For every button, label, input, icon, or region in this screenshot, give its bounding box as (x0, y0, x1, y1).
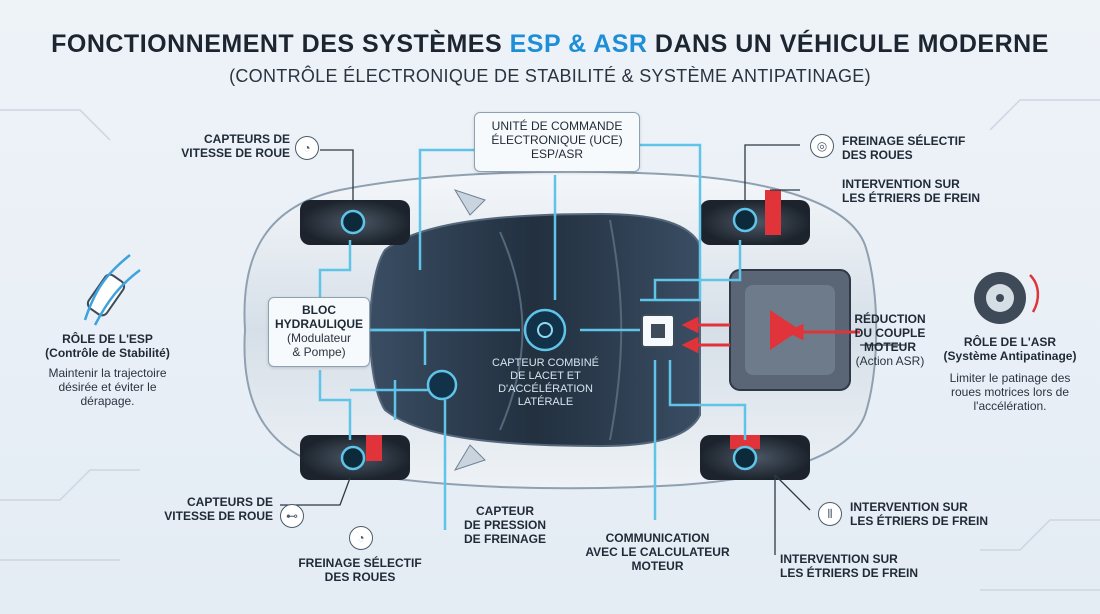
caliper-label-bottom: INTERVENTION SUR LES ÉTRIERS DE FREIN (780, 552, 930, 580)
esp-role-subtitle: (Contrôle de Stabilité) (45, 346, 170, 360)
selective-braking-top-line2: DES ROUES (842, 148, 913, 162)
title-suffix: DANS UN VÉHICULE MODERNE (647, 30, 1049, 58)
brake-pressure-label: CAPTEUR DE PRESSION DE FREINAGE (455, 504, 555, 546)
ecu-line2: ÉLECTRONIQUE (UCE) (491, 133, 623, 147)
caliper-mid-line2: LES ÉTRIERS DE FREIN (850, 514, 989, 528)
caliper-top-line2: LES ÉTRIERS DE FREIN (842, 191, 981, 205)
caliper-mid-line1: INTERVENTION SUR (850, 500, 968, 514)
engine-comm-line2: AVEC LE CALCULATEUR (585, 545, 730, 559)
title-prefix: FONCTIONNEMENT DES SYSTÈMES (51, 30, 510, 58)
brake-pressure-line1: CAPTEUR (475, 504, 534, 518)
esp-role-title: RÔLE DE L'ESP (62, 332, 153, 346)
hydraulic-line4: & Pompe) (292, 345, 346, 359)
mirror-top (453, 189, 486, 216)
engine-block (729, 269, 851, 391)
selective-braking-label-top: FREINAGE SÉLECTIF DES ROUES (842, 134, 982, 162)
esp-role-desc3: dérapage. (80, 394, 135, 408)
asr-role-panel: RÔLE DE L'ASR (Système Antipatinage) Lim… (925, 335, 1095, 413)
signal-flow-lines (318, 143, 747, 530)
asr-tire-icon (974, 272, 1040, 324)
torque-line2: DU COUPLE (854, 326, 926, 340)
selective-braking-bottom-line1: FREINAGE SÉLECTIF (298, 556, 422, 570)
torque-line1: RÉDUCTION (854, 312, 926, 326)
torque-reduction-arrows (681, 316, 860, 354)
brake-pressure-sensor (426, 369, 458, 401)
asr-role-subtitle: (Système Antipatinage) (943, 349, 1077, 363)
ecu-line1: UNITÉ DE COMMANDE (491, 119, 623, 133)
wheel-speed-label-bottom: CAPTEURS DE VITESSE DE ROUE (155, 495, 273, 523)
ecu-line3: ESP/ASR (530, 147, 584, 161)
torque-line3: MOTEUR (864, 340, 916, 354)
engine-comm-line3: MOTEUR (631, 559, 684, 573)
background-circuit (0, 99, 1100, 591)
selective-braking-top-line1: FREINAGE SÉLECTIF (842, 134, 966, 148)
asr-role-title: RÔLE DE L'ASR (963, 335, 1057, 349)
title-accent: ESP & ASR (509, 30, 648, 58)
caliper-top-line1: INTERVENTION SUR (842, 177, 960, 191)
hydraulic-line2: HYDRAULIQUE (274, 317, 363, 331)
leader-lines (280, 144, 905, 555)
wheel-speed-bottom-line1: CAPTEURS DE (186, 495, 273, 509)
yaw-line4: LATÉRALE (517, 396, 574, 408)
wheel-speed-bottom-line2: VITESSE DE ROUE (164, 509, 273, 523)
page-subtitle: (CONTRÔLE ÉLECTRONIQUE DE STABILITÉ & SY… (229, 66, 871, 86)
wheel-speed-label-top: CAPTEURS DE VITESSE DE ROUE (170, 132, 290, 160)
brake-disc-icon: ◎ (810, 134, 834, 158)
yaw-sensor-symbol (523, 308, 567, 352)
caliper-bottom-line2: LES ÉTRIERS DE FREIN (780, 566, 919, 580)
caliper-icon: ⫴ (818, 502, 842, 526)
brake-pressure-line3: DE FREINAGE (463, 532, 546, 546)
wheel-sensor-fl (340, 209, 366, 235)
wheel-axle-icon: ⊷ (280, 504, 304, 528)
wheel-speed-top-line1: CAPTEURS DE (203, 132, 290, 146)
mirror-bottom (453, 444, 486, 471)
engine-comm-line1: COMMUNICATION (605, 531, 710, 545)
asr-role-desc2: roues motrices lors de (950, 385, 1070, 399)
asr-role-desc3: l'accélération. (973, 399, 1047, 413)
caliper-rear-right (730, 435, 760, 449)
hydraulic-line3: (Modulateur (286, 331, 352, 345)
caliper-bottom-line1: INTERVENTION SUR (780, 552, 898, 566)
asr-role-desc1: Limiter le patinage des (949, 371, 1071, 385)
torque-line4: (Action ASR) (855, 354, 925, 368)
wheel-sensor-rr (732, 445, 758, 471)
wheel-sensor-fr (732, 207, 758, 233)
ecu-box: UNITÉ DE COMMANDE ÉLECTRONIQUE (UCE) ESP… (474, 112, 640, 172)
hydraulic-block-box: BLOC HYDRAULIQUE (Modulateur & Pompe) (268, 297, 370, 367)
selective-braking-label-bottom: FREINAGE SÉLECTIF DES ROUES (290, 556, 430, 584)
caliper-front-right (765, 190, 781, 235)
caliper-label-mid: INTERVENTION SUR LES ÉTRIERS DE FREIN (850, 500, 990, 528)
wheel-sensor-rl (340, 445, 366, 471)
esp-car-icon (83, 254, 141, 326)
hydraulic-line1: BLOC (302, 303, 336, 317)
torque-reduction-label: RÉDUCTION DU COUPLE MOTEUR (Action ASR) (850, 312, 930, 368)
yaw-line2: DE LACET ET (510, 370, 581, 382)
esp-role-desc2: désirée et éviter le (58, 380, 157, 394)
selective-braking-bottom-line2: DES ROUES (324, 570, 396, 584)
esp-role-panel: RÔLE DE L'ESP (Contrôle de Stabilité) Ma… (20, 332, 195, 408)
yaw-line1: CAPTEUR COMBINÉ (492, 357, 599, 369)
yaw-sensor-label: CAPTEUR COMBINÉ DE LACET ET D'ACCÉLÉRATI… (478, 357, 613, 409)
brake-pressure-line2: DE PRESSION (463, 518, 547, 532)
caliper-label-top: INTERVENTION SUR LES ÉTRIERS DE FREIN (842, 177, 982, 205)
engine-comm-label: COMMUNICATION AVEC LE CALCULATEUR MOTEUR (580, 531, 735, 573)
esp-role-desc1: Maintenir la trajectoire (48, 366, 167, 380)
caliper-rear-left (366, 435, 382, 461)
yaw-line3: D'ACCÉLÉRATION (498, 383, 593, 395)
gauge-icon: ◔ (349, 526, 373, 550)
page-title: FONCTIONNEMENT DES SYSTÈMES ESP & ASR DA… (0, 30, 1100, 59)
wheel-speed-top-line2: VITESSE DE ROUE (181, 146, 290, 160)
speedometer-icon: ◔ (295, 136, 319, 160)
